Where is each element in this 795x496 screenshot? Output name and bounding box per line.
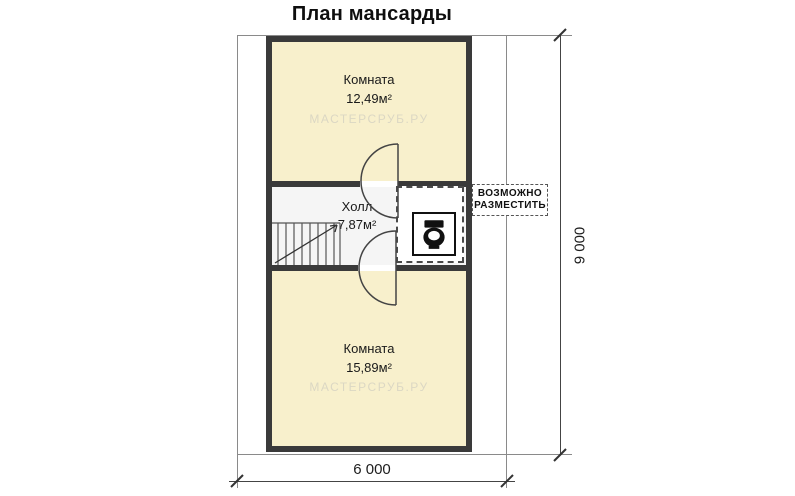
toilet-icon	[423, 220, 445, 249]
placement-stamp-line1: ВОЗМОЖНО	[477, 188, 543, 199]
wall-interior-1-right	[398, 181, 472, 187]
wall-right	[466, 36, 472, 452]
room-bottom-fill	[272, 271, 466, 446]
dimension-label-width: 6 000	[353, 461, 391, 478]
ext-line-bottom-right-v	[506, 455, 507, 488]
watermark-bottom: МАСТЕРСРУБ.РУ	[309, 380, 429, 394]
toilet-symbol-box	[412, 212, 456, 256]
ext-line-bottom-right	[474, 454, 572, 455]
room-bottom-label: Комната	[343, 341, 395, 356]
hall-area: 7,87м²	[337, 217, 377, 232]
watermark-top: МАСТЕРСРУБ.РУ	[309, 112, 429, 126]
wall-interior-2-left	[266, 265, 358, 271]
wall-left	[266, 36, 272, 452]
placement-stamp-line2: РАЗМЕСТИТЬ	[474, 200, 546, 211]
dimension-label-height: 9 000	[571, 226, 589, 265]
dimension-line-horizontal	[229, 481, 515, 482]
room-bottom-area: 15,89м²	[346, 360, 392, 375]
page-title: План мансарды	[291, 3, 453, 25]
wall-interior-2-right	[396, 265, 472, 271]
wall-bottom	[266, 446, 472, 452]
ext-line-bottom-left-v	[237, 455, 238, 488]
dimension-line-vertical	[560, 35, 561, 455]
placement-stamp: ВОЗМОЖНО РАЗМЕСТИТЬ	[472, 184, 548, 216]
ext-line-top-right	[474, 35, 572, 36]
room-top-area: 12,49м²	[346, 91, 392, 106]
room-top-label: Комната	[343, 72, 395, 87]
wall-top	[266, 36, 472, 42]
wall-interior-1-left	[266, 181, 360, 187]
